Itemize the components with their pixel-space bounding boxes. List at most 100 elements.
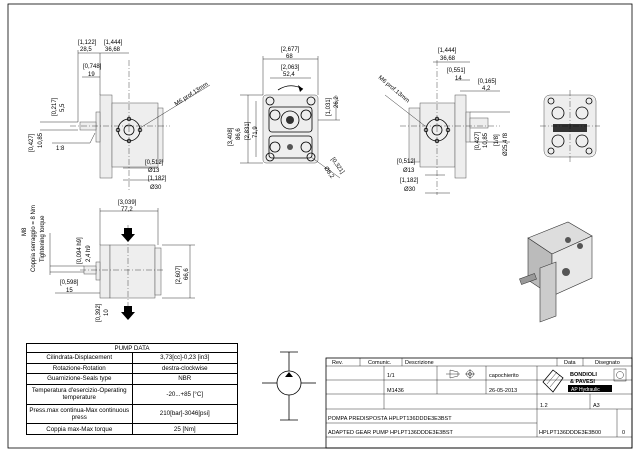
dim-label: [1,444] (438, 48, 457, 54)
dim-label: 10 (104, 309, 110, 316)
designer-name: capochierito (489, 373, 519, 379)
dim-label: [3,408] (228, 127, 234, 146)
dim-label: [0,512] (397, 159, 416, 165)
dim-label: [1,182] (400, 178, 419, 184)
dim-label: 15 (66, 288, 73, 294)
torque-note: M8 (22, 227, 28, 236)
dim-label: 36,68 (105, 47, 121, 53)
weight-value: 1.2 (540, 403, 548, 409)
projection-symbol-icon (446, 369, 475, 379)
dim-label: [2,607] (176, 265, 182, 284)
dim-label: 28,5 (80, 47, 92, 53)
dim-label: 1:8 (56, 146, 65, 152)
top-view: [3,039] 77,2 [0,094 h9] 2,4 h9 [0,598] 1… (22, 200, 195, 322)
table-cell: 25 [Nm] (131, 423, 238, 435)
flow-in-arrow-icon (121, 228, 135, 242)
table-cell: 210[bar]-3046[psi] (131, 403, 238, 425)
dim-label: [0,165] (478, 79, 497, 85)
table-cell: Temperatura d'esercizio-Operating temper… (26, 383, 133, 405)
table-title: PUMP DATA (26, 343, 238, 353)
thread-note: M6 prof.13mm (174, 82, 210, 108)
dim-label: Ø30 (150, 185, 162, 191)
dim-label: Ø13 (403, 168, 415, 174)
table-row: Temperatura d'esercizio-Operating temper… (26, 383, 238, 405)
table-cell: 3,73[cc]-0,23 [in3] (131, 352, 238, 364)
dim-label: 86,6 (236, 128, 242, 140)
flow-out-arrow-icon (121, 306, 135, 320)
dim-label: [1,182] (148, 176, 167, 182)
dim-label: [1,031] (326, 97, 332, 116)
dim-label: 52,4 (283, 72, 295, 78)
hydraulic-pump-symbol (262, 351, 316, 421)
dim-label: 36,68 (440, 56, 456, 62)
dim-label: 10,85 (38, 132, 44, 148)
dim-label: [0,748] (83, 64, 102, 70)
table-cell: -20...+85 [°C] (131, 383, 238, 405)
dim-label: [2,831] (245, 121, 251, 140)
header-data: Data (564, 360, 577, 366)
dim-label: 26,2 (334, 96, 340, 108)
dim-label: [0,598] (60, 280, 79, 286)
dim-label: Ø25,4 f8 (503, 132, 509, 156)
header-comunic: Comunic. (368, 360, 392, 366)
table-cell: Guarnizione-Seals type (26, 373, 133, 385)
dim-label: [1,444] (104, 40, 123, 46)
front-view: [2,677] 68 [2,063] 52,4 [1,031] 26,2 [3,… (228, 47, 345, 180)
table-cell: Press.max continua-Max continuous press (26, 403, 133, 425)
header-rev: Rev. (332, 360, 343, 366)
part-code: HPLPT136DDDE3E3B00 (539, 430, 601, 436)
dim-label: [0,217] (52, 97, 58, 116)
rear-view (540, 90, 600, 162)
dim-label: [3,039] (118, 200, 137, 206)
title-block: Rev. Comunic. Descrizione Data Disegnato… (325, 357, 633, 449)
revision-number: 0 (622, 430, 625, 436)
dim-label: 4,2 (482, 86, 491, 92)
dim-label: Ø13 (148, 168, 160, 174)
description-english: ADAPTED GEAR PUMP HPLPT136DDDE3E3BST (328, 430, 454, 436)
logo-text: BONDIOLI (570, 372, 597, 378)
dim-label: [1/8] (494, 134, 500, 146)
dim-label: 68 (286, 54, 293, 60)
dim-label: 10,85 (483, 132, 489, 148)
dim-label: 2,4 h9 (86, 245, 92, 262)
sheet-format: A3 (593, 403, 600, 409)
dim-label: [0,392] (96, 303, 102, 322)
dim-label: [2,063] (281, 65, 300, 71)
dim-label: [2,677] (281, 47, 300, 53)
dim-label: Ø30 (404, 187, 416, 193)
side-view-left: [1,122] 28,5 [1,444] 36,68 [0,748] 19 [0… (29, 40, 211, 191)
scale-value: 1/1 (387, 373, 395, 379)
dim-label: 14 (455, 76, 462, 82)
dim-label: [0,427] (475, 131, 481, 150)
table-cell: NBR (131, 373, 238, 385)
drawing-date: 26-05-2013 (489, 388, 517, 394)
side-view-right: [1,444] 36,68 [0,551] 14 [0,165] 4,2 [0,… (377, 48, 510, 195)
table-cell: destra-clockwise (131, 362, 238, 375)
dim-label: [0,094 h9] (77, 237, 83, 264)
dim-label: 77,2 (121, 207, 133, 213)
dim-label: [0,427] (29, 133, 35, 152)
table-cell: Cilindrata-Displacement (26, 352, 133, 364)
table-cell: Coppia max-Max torque (26, 423, 133, 435)
dim-label: 19 (88, 72, 95, 78)
dim-label: 5,5 (60, 103, 66, 112)
header-disegnato: Disegnato (595, 360, 620, 366)
thread-note: M6 prof.13mm (377, 75, 410, 104)
company-logo: BONDIOLI & PAVESI AP Hydraulic (542, 368, 627, 393)
header-descrizione: Descrizione (405, 360, 434, 366)
sheet-frame (7, 3, 633, 449)
description-italian: POMPA PREDISPOSTA HPLPT136DDDE3E3BST (328, 416, 452, 422)
dim-label: [1,122] (78, 40, 97, 46)
torque-note: Coppia serraggio = 8 Nm (31, 205, 37, 272)
logo-text: & PAVESI (570, 379, 595, 385)
dim-label: 66,6 (184, 268, 190, 280)
logo-text: AP Hydraulic (571, 387, 600, 393)
